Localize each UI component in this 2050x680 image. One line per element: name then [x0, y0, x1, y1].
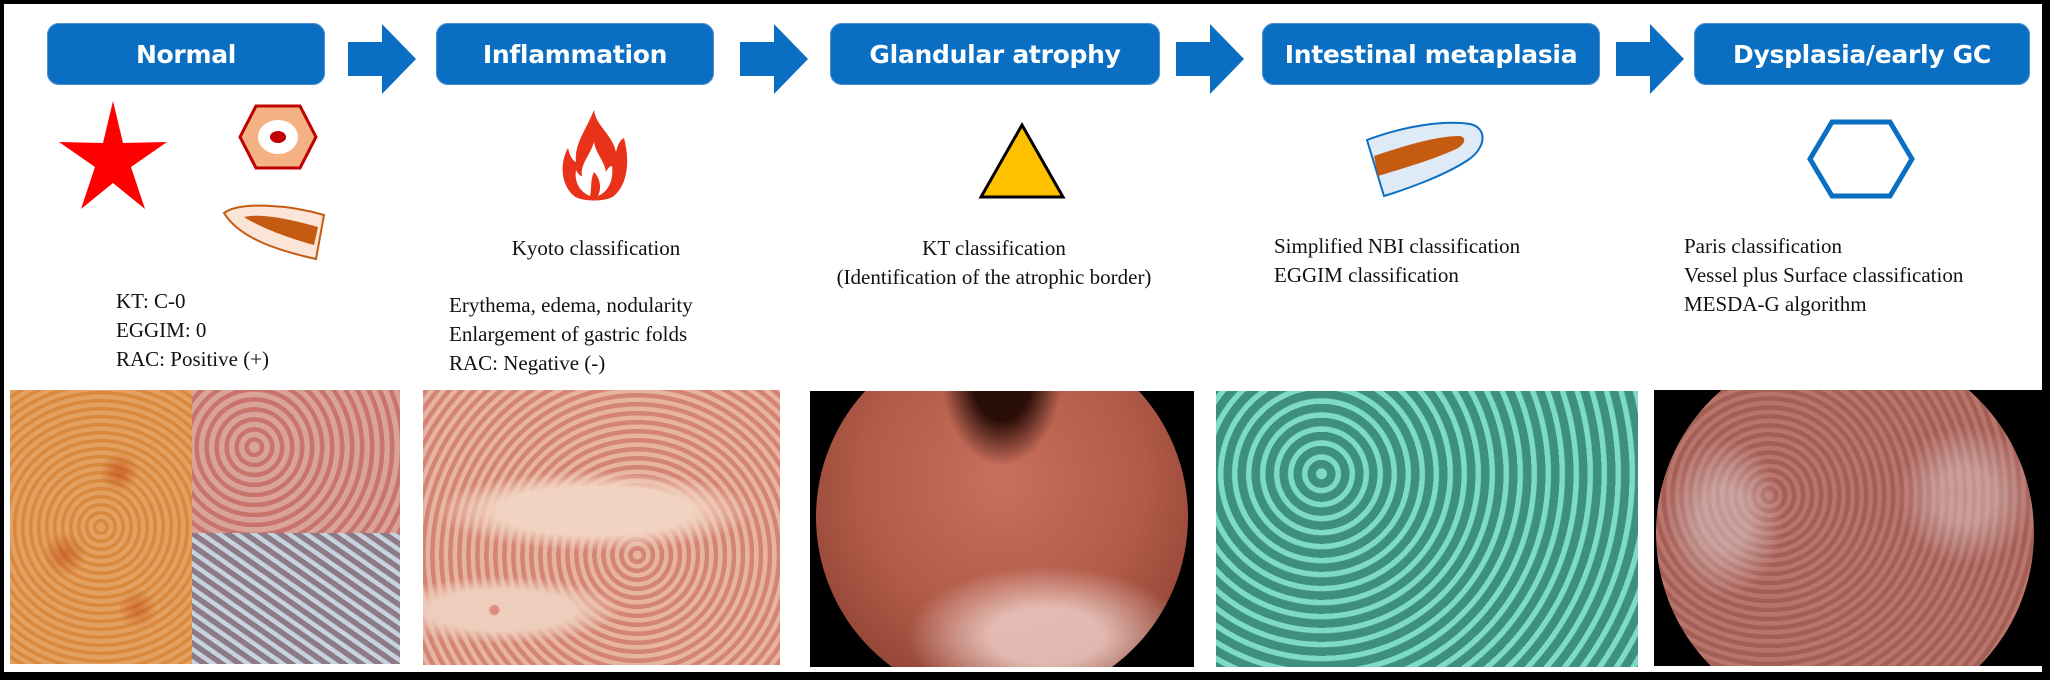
glandular-atrophy-endoscopy-image: [810, 391, 1194, 667]
description-line: KT: C-0: [116, 289, 186, 313]
description-line: EGGIM: 0: [116, 318, 207, 342]
red-star-icon: [59, 101, 167, 209]
description-line: Erythema, edema, nodularity: [449, 293, 693, 317]
right-arrow-icon: [348, 24, 416, 94]
description-line: Paris classification: [1684, 234, 1843, 258]
intestinal-metaplasia-description: Simplified NBI classification EGGIM clas…: [1274, 232, 1520, 290]
right-arrow-icon: [1616, 24, 1684, 94]
inflammation-endoscopy-image: [423, 390, 780, 665]
stage-normal: Normal: [47, 23, 325, 85]
inflammation-classification: Kyoto classification: [426, 234, 766, 263]
stage-label: Intestinal metaplasia: [1284, 39, 1578, 69]
flame-icon: [562, 110, 628, 201]
inflammation-description: Erythema, edema, nodularity Enlargement …: [449, 291, 693, 378]
elongated-gland-icon: [222, 204, 326, 261]
description-line: EGGIM classification: [1274, 263, 1459, 287]
description-line: Enlargement of gastric folds: [449, 322, 688, 346]
description-line: MESDA-G algorithm: [1684, 292, 1867, 316]
description-line: Simplified NBI classification: [1274, 234, 1521, 258]
right-arrow-icon: [740, 24, 808, 94]
dysplasia-endoscopy-image: [1654, 390, 2042, 666]
intestinal-metaplasia-nbi-image: [1216, 391, 1638, 667]
hexagon-gland-icon: [238, 104, 318, 170]
description-line: RAC: Negative (-): [449, 351, 606, 375]
dysplasia-description: Paris classification Vessel plus Surface…: [1684, 232, 1963, 319]
description-line: Vessel plus Surface classification: [1684, 263, 1964, 287]
normal-description: KT: C-0 EGGIM: 0 RAC: Positive (+): [116, 287, 269, 374]
glandular-atrophy-description: KT classification (Identification of the…: [794, 234, 1194, 292]
diagram-canvas: Normal Inflammation Glandular atrophy In…: [4, 4, 2042, 672]
stage-label: Inflammation: [482, 39, 668, 69]
description-line: KT classification: [922, 236, 1066, 260]
stage-intestinal-metaplasia: Intestinal metaplasia: [1262, 23, 1600, 85]
yellow-triangle-icon: [978, 122, 1066, 199]
stage-dysplasia-early-gc: Dysplasia/early GC: [1694, 23, 2030, 85]
stage-label: Normal: [135, 39, 237, 69]
normal-endoscopy-image-magnified: [192, 390, 400, 533]
description-line: RAC: Positive (+): [116, 347, 270, 371]
normal-endoscopy-image-nbi: [192, 533, 400, 664]
stage-inflammation: Inflammation: [436, 23, 714, 85]
normal-endoscopy-image-rac: [10, 390, 192, 664]
stage-glandular-atrophy: Glandular atrophy: [830, 23, 1160, 85]
description-line: (Identification of the atrophic border): [836, 265, 1152, 289]
classification-name: Kyoto classification: [511, 236, 681, 260]
blue-hexagon-outline-icon: [1807, 119, 1915, 199]
stage-label: Glandular atrophy: [869, 39, 1121, 69]
blue-outlined-gland-icon: [1365, 121, 1484, 198]
stage-label: Dysplasia/early GC: [1733, 39, 1991, 69]
right-arrow-icon: [1176, 24, 1244, 94]
